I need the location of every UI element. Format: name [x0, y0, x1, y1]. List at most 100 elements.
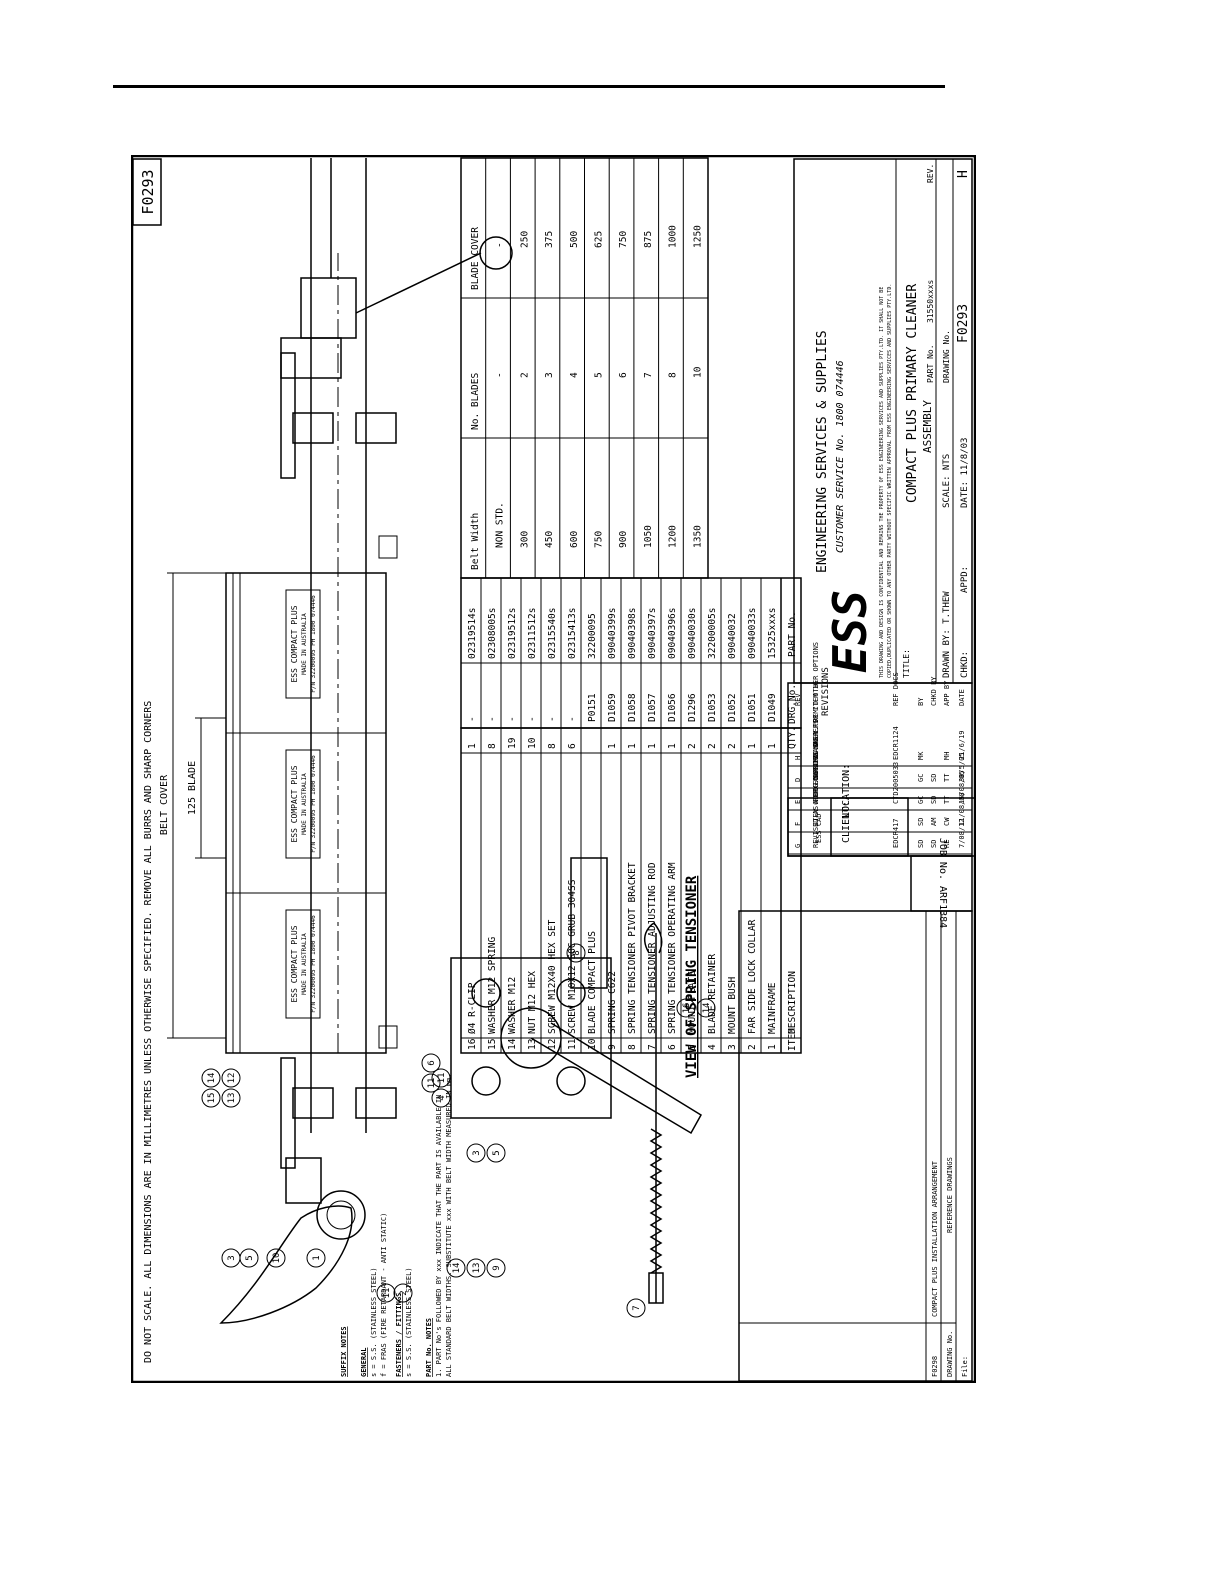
revision-app: TT	[943, 773, 951, 782]
bolt-left-upper	[292, 1087, 334, 1119]
svg-text:3: 3	[227, 1255, 237, 1260]
balloon: 5	[239, 1248, 259, 1268]
balloon: 13	[466, 1258, 486, 1278]
svg-text:7: 7	[632, 1305, 642, 1310]
revision-letter: D	[794, 778, 802, 782]
revision-chkd: SD	[930, 774, 938, 782]
balloon: 12	[221, 1068, 241, 1088]
parts-partno: 02315413s	[567, 608, 578, 659]
svg-text:P/N 32200095 PH 1800 074446: P/N 32200095 PH 1800 074446	[310, 915, 317, 1013]
belt-header-width: Belt Width	[470, 513, 481, 570]
revision-desc: ITEM 6 DRG No. MOD'D	[812, 742, 820, 826]
parts-drg: -	[527, 716, 538, 722]
location-label: LOCATION:	[841, 764, 852, 818]
parts-item: 5	[687, 1044, 698, 1050]
rod-nut	[648, 1272, 664, 1304]
view-title: VIEW OF SPRING TENSIONER	[684, 875, 700, 1078]
revision-desc: REVISED AS PER EDCR417	[812, 755, 820, 848]
parts-desc: MOUNT BUSH	[727, 977, 738, 1034]
balloon: 15	[201, 1088, 221, 1108]
parts-qty: 6	[567, 743, 578, 749]
tensioner-body	[300, 277, 357, 339]
belt-blades: 2	[519, 372, 530, 378]
revision-header-date: DATE	[958, 689, 966, 706]
belt-width: 300	[519, 531, 530, 548]
svg-text:f = FRAS (FIRE RETARDANT - A: f = FRAS (FIRE RETARDANT - ANTI STATIC)	[380, 1213, 388, 1377]
revision-chkd: SD	[930, 796, 938, 804]
revision-by: GC	[917, 796, 925, 804]
revision-letter: E	[794, 800, 802, 804]
parts-item: 3	[727, 1044, 738, 1050]
svg-text:8: 8	[572, 950, 582, 955]
revision-ref: EDCR417	[892, 818, 900, 848]
parts-drg: -	[487, 716, 498, 722]
parts-partno: 02319514s	[467, 608, 478, 659]
parts-partno: 09040032	[727, 613, 738, 659]
tensioner-end-ring	[479, 236, 513, 270]
parts-qty: 2	[727, 743, 738, 749]
revision-letter: H	[956, 170, 971, 178]
svg-text:3: 3	[472, 1150, 482, 1155]
revision-app: RE	[943, 840, 951, 848]
revision-by: MK	[917, 751, 925, 760]
svg-text:FASTENERS / FITTINGS: FASTENERS / FITTINGS	[395, 1293, 403, 1377]
svg-text:TITLE:: TITLE:	[902, 649, 911, 678]
parts-item: 7	[647, 1044, 658, 1050]
parts-partno: 02315540s	[547, 608, 558, 659]
svg-text:MADE IN AUSTRALIA: MADE IN AUSTRALIA	[301, 933, 308, 995]
balloon: 7	[626, 1298, 646, 1318]
balloon: 14	[696, 998, 716, 1018]
parts-item: 2	[747, 1044, 758, 1050]
blade-cover	[225, 572, 387, 1054]
belt-blades: -	[495, 372, 506, 378]
parts-desc: Ø4 R-CLIP	[467, 982, 478, 1034]
revision-header-app: APP BY	[943, 680, 951, 706]
parts-desc: SPRING TENSIONER PIVOT BRACKET	[627, 862, 638, 1034]
parts-item: 1	[767, 1044, 778, 1050]
balloon: 8	[566, 943, 586, 963]
svg-text:6: 6	[427, 1060, 437, 1065]
parts-item: 8	[627, 1044, 638, 1050]
customer-service: CUSTOMER SERVICE No. 1800 074446	[835, 360, 846, 553]
belt-cover: 500	[569, 231, 580, 248]
svg-text:MADE IN AUSTRALIA: MADE IN AUSTRALIA	[301, 613, 308, 675]
parts-qty: 2	[687, 743, 698, 749]
svg-text:4: 4	[437, 1095, 447, 1100]
belt-blades: 7	[643, 372, 654, 378]
belt-cover: 1250	[692, 225, 703, 248]
svg-text:1. PART No's FOLLOWED BY xxx: 1. PART No's FOLLOWED BY xxx INDICATE TH…	[435, 1095, 443, 1377]
parts-qty: 1	[667, 743, 678, 749]
svg-text:REFERENCE DRAWINGS: REFERENCE DRAWINGS	[946, 1157, 954, 1233]
svg-text:1: 1	[312, 1255, 322, 1260]
svg-text:2: 2	[399, 1290, 409, 1295]
revision-desc: ADDED WASHER FOR ITEM 16	[812, 681, 820, 782]
parts-row: 3 MOUNT BUSH 2	[720, 728, 738, 1053]
r-clip	[643, 922, 663, 954]
svg-text:10: 10	[272, 1253, 282, 1264]
svg-text:11: 11	[427, 1078, 437, 1089]
parts-item: 9	[607, 1044, 618, 1050]
parts-drg: -	[507, 716, 518, 722]
parts-desc: BLADE RETAINER	[707, 954, 718, 1034]
parts-drg: D1056	[667, 693, 678, 722]
revision-chkd: AM	[930, 818, 938, 826]
svg-text:P/N 32200095 PH 1800 074446: P/N 32200095 PH 1800 074446	[310, 755, 317, 853]
revision-header-ref: REF DOCS	[892, 672, 900, 706]
parts-desc: SPRING TENSIONER ADJUSTING ROD	[647, 862, 658, 1034]
parts-desc: FAR SIDE LOCK COLLAR	[747, 919, 758, 1034]
parts-header-desc: DESCRIPTION	[787, 971, 798, 1034]
parts-partno: 15325xxxs	[767, 608, 778, 659]
parts-desc: MAINFRAME	[767, 982, 778, 1034]
ess-logo: ESS	[823, 590, 877, 673]
